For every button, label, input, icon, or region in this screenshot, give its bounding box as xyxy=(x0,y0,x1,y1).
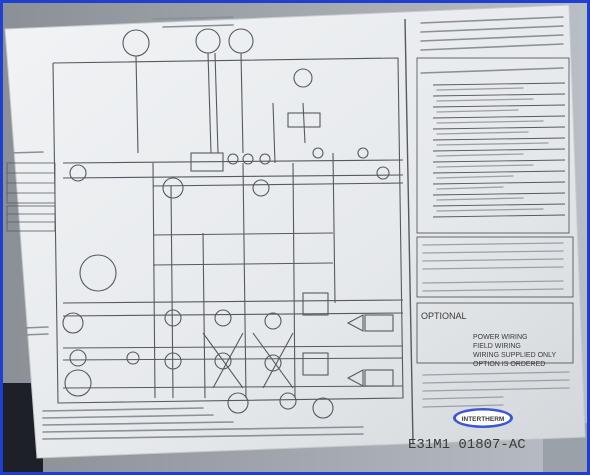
wiring-diagram-photo: OPTIONAL POWER WIRING FIELD WIRING WIRIN… xyxy=(3,3,587,472)
legend-item-1: FIELD WIRING xyxy=(473,343,521,350)
brand-logo: INTERTHERM xyxy=(453,408,513,428)
left-tables xyxy=(6,162,56,232)
notes-table xyxy=(416,57,574,364)
notes-text-strokes xyxy=(422,87,570,408)
legend-item-3: OPTION IS ORDERED xyxy=(473,361,545,368)
legend-title: OPTIONAL xyxy=(421,311,467,321)
fine-print xyxy=(8,16,364,440)
legend-item-2: WIRING SUPPLIED ONLY xyxy=(473,352,556,359)
notes-lines xyxy=(420,16,564,74)
schematic-lines xyxy=(52,28,404,419)
legend-item-0: POWER WIRING xyxy=(473,334,527,341)
part-number: E31M1 01807-AC xyxy=(408,437,526,453)
logo-text: INTERTHERM xyxy=(462,416,505,423)
